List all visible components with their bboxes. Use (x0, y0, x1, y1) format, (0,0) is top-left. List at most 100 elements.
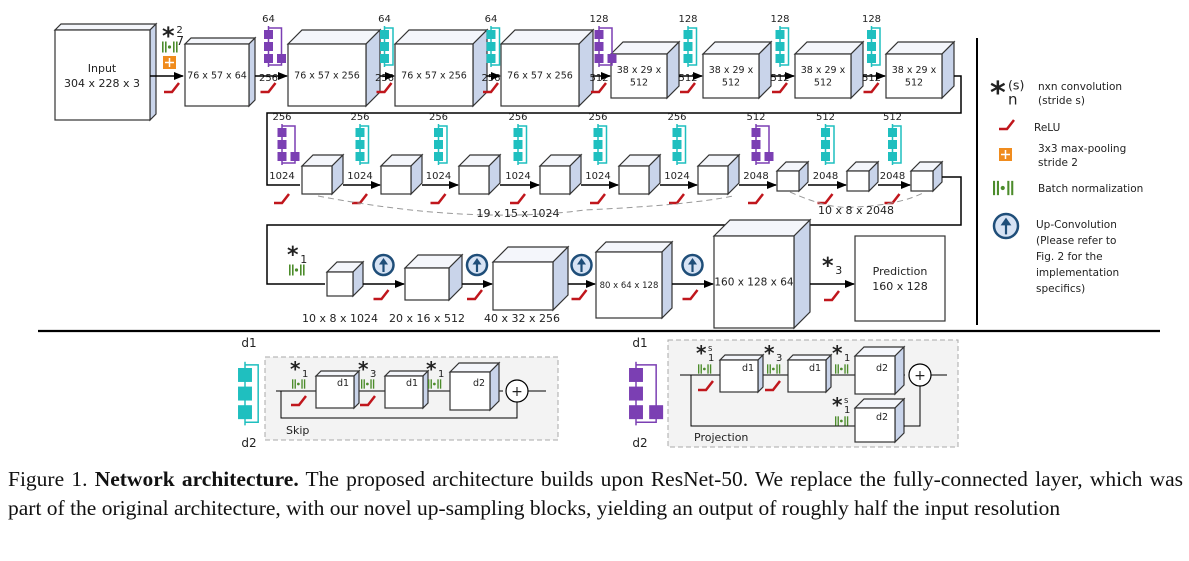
block-layer (594, 30, 604, 39)
legend-conv-icon: *n(s) (990, 76, 1024, 111)
cube-front (846, 170, 870, 192)
bn-dot (772, 367, 775, 371)
skip-d2-label: d2 (241, 436, 256, 450)
cube-front (301, 165, 333, 195)
row2-cube-7 (775, 160, 810, 193)
cube-top (314, 370, 361, 377)
cube-label: 38 x 29 x (709, 65, 754, 76)
caption-title: Network architecture. (94, 467, 299, 491)
legend-conv-text: nxn convolution (1038, 81, 1122, 93)
block-layer (683, 54, 693, 63)
block-layer (434, 152, 443, 161)
row1-block-3 (486, 26, 501, 67)
legend-upconv-text: implementation (1036, 267, 1119, 279)
legend-upconv-text: Up-Convolution (1036, 219, 1117, 231)
block-bypass (384, 27, 394, 66)
caption-prefix: Figure 1. (8, 467, 88, 491)
cube-front (394, 43, 474, 107)
bn-bar (698, 364, 700, 374)
block-layer (594, 54, 604, 63)
projection-conv-icon-3: *1 (832, 341, 850, 365)
block-bypass (677, 125, 687, 164)
relu-icon (430, 193, 447, 205)
block-layer (593, 128, 603, 137)
row2-cube-2 (379, 153, 424, 196)
conv-asterisk: * (426, 357, 437, 381)
prediction-label: Prediction (873, 265, 928, 278)
block-bypass (892, 125, 902, 164)
bn-bar (776, 364, 778, 374)
cube-label: 76 x 57 x 256 (401, 70, 467, 81)
cube-front (500, 43, 580, 107)
relu-icon (260, 82, 277, 94)
block-layer (867, 30, 876, 39)
row3-cube-3-label: 40 x 32 x 256 (484, 312, 560, 325)
bn-bar (835, 416, 837, 426)
skip-cube-3 (448, 361, 501, 412)
block-layer (683, 30, 693, 39)
conv-kernel-size: 1 (708, 353, 714, 364)
bn-bar (301, 379, 303, 389)
block-out-channels: 512 (862, 73, 881, 84)
projection-cube-2 (786, 353, 833, 394)
bn-bar (1007, 180, 1010, 196)
cube-front (539, 165, 571, 195)
block-layer (751, 152, 761, 161)
upconv-head (688, 258, 697, 265)
cube-front (184, 43, 250, 107)
cube-top (53, 23, 158, 31)
skip-block-glyph (238, 361, 259, 426)
block-bypass (518, 125, 528, 164)
block-bypass (282, 125, 296, 164)
projection-cube-2-label: d1 (809, 363, 821, 374)
conv-stride: s (708, 343, 712, 353)
bn-bar (361, 379, 363, 389)
upconv-head (472, 258, 482, 265)
block-out-channels: 1024 (585, 171, 610, 182)
bn-dot (703, 367, 706, 371)
bn-bar (844, 364, 846, 374)
projection-batchnorm-icon-2 (767, 364, 781, 374)
upconv-head (577, 258, 586, 265)
conv-kernel-size: 1 (844, 353, 850, 364)
skip-cube-3-label: d2 (473, 378, 485, 389)
bn-dot (840, 367, 843, 371)
block-bypass (491, 27, 501, 66)
block-projection-layer (649, 405, 664, 420)
projection-cube-1-label: d1 (742, 363, 754, 374)
bn-bar (996, 180, 999, 196)
cube-front (492, 261, 554, 311)
block-out-channels: 256 (481, 73, 500, 84)
skip-d1-label: d1 (241, 336, 256, 350)
cube-front (404, 267, 450, 301)
upconv-icon-1 (372, 253, 395, 277)
block-layer (683, 42, 693, 51)
bn-dot (840, 419, 843, 423)
bn-bar (372, 379, 375, 389)
row3-cube-1-label: 10 x 8 x 1024 (302, 312, 378, 325)
bn-bar (173, 41, 175, 53)
row3-cube-1 (325, 260, 365, 298)
legend-upconv-text: specifics) (1036, 283, 1085, 295)
projection-relu-icon-1 (698, 380, 714, 392)
block-layer (277, 128, 287, 137)
block-layer (238, 405, 252, 420)
block-bypass (636, 364, 657, 423)
row3-cube-2 (403, 253, 464, 302)
block-in-channels: 64 (262, 14, 275, 25)
cube-label: 512 (905, 78, 923, 89)
block-out-channels: 1024 (347, 171, 372, 182)
prediction-size: 160 x 128 (872, 280, 928, 293)
projection-shortcut-out (904, 386, 921, 427)
cube-front (885, 53, 943, 99)
projection-block-glyph (629, 361, 664, 426)
relu-icon (591, 82, 607, 94)
block-layer (629, 386, 643, 401)
bn-bar (363, 379, 365, 389)
upconv-icon-4 (681, 253, 704, 277)
block-layer (775, 54, 785, 63)
cube-label: 80 x 64 x 128 (600, 281, 659, 291)
row2-block-9 (888, 124, 902, 165)
upconv-icon-2 (465, 253, 489, 277)
projection-conv-icon-1: *1s (696, 341, 714, 365)
